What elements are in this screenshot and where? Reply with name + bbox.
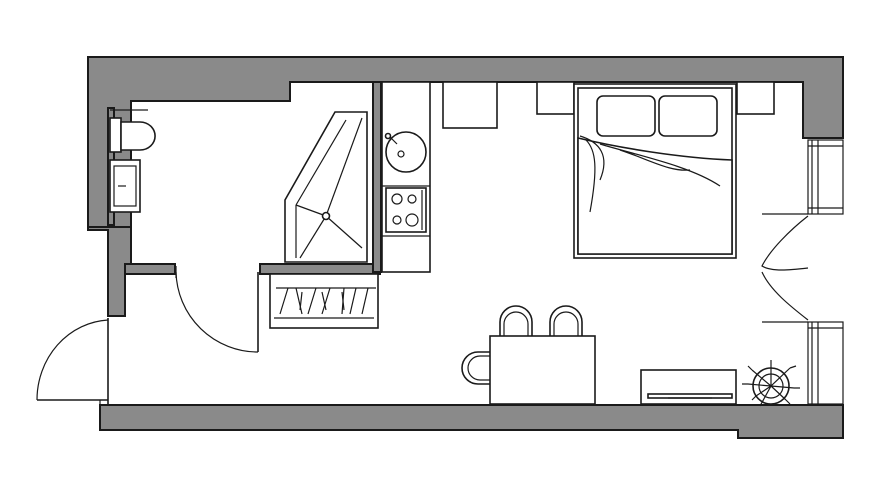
nightstand-left — [536, 81, 575, 115]
chair-top-right — [549, 305, 583, 336]
wardrobe — [269, 273, 379, 329]
dining-set — [461, 305, 596, 405]
potted-plant — [742, 360, 800, 407]
balcony-doors — [761, 213, 809, 323]
chair-left — [461, 351, 490, 385]
chair-top-left — [499, 305, 533, 336]
toilet — [109, 109, 156, 153]
double-bed — [573, 83, 737, 259]
bathroom-door — [175, 266, 259, 353]
bathroom-wall-bottom-left — [124, 263, 176, 275]
window-upper — [807, 139, 844, 215]
dining-table — [489, 335, 596, 405]
shower-drain-icon — [321, 211, 331, 221]
nightstand-right — [736, 81, 775, 115]
bathroom-sink — [109, 159, 141, 213]
kitchen-counter — [381, 81, 431, 273]
walls — [87, 56, 844, 439]
kitchen-sink — [384, 131, 427, 173]
outer-wall-bottom — [99, 404, 844, 439]
bathroom-wall-right — [372, 81, 382, 273]
pillow-right — [658, 95, 718, 137]
tv-unit — [640, 369, 737, 405]
window-lower — [807, 321, 844, 405]
entrance-door — [36, 318, 109, 405]
pillow-left — [596, 95, 656, 137]
desk — [442, 81, 498, 129]
cooktop — [385, 187, 427, 233]
corner-shower — [284, 111, 368, 263]
bathroom-wall-bottom-right — [259, 263, 381, 275]
outer-wall-left — [87, 226, 132, 317]
